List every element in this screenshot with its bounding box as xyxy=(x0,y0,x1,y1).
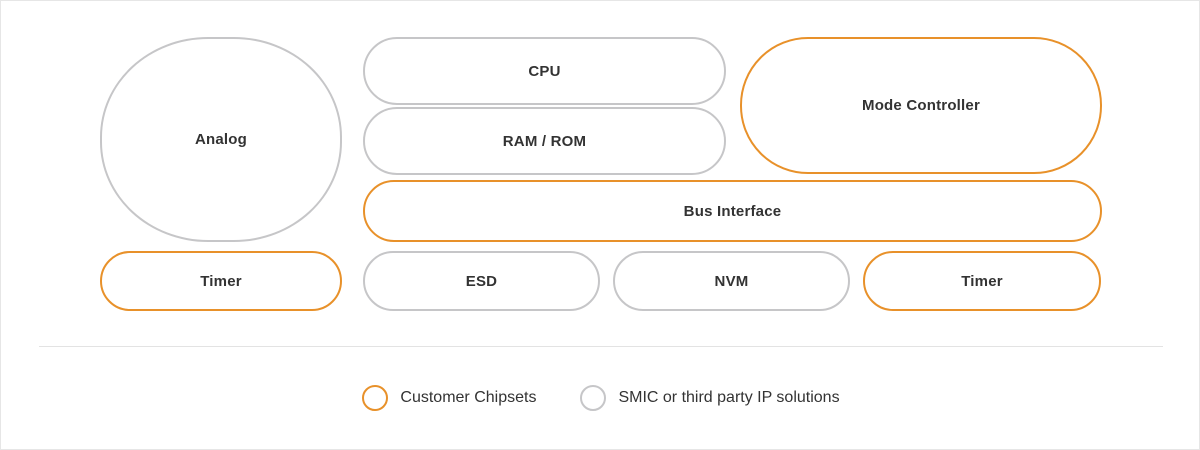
block-nvm-label: NVM xyxy=(714,272,749,290)
block-bus-interface[interactable]: Bus Interface xyxy=(363,180,1102,242)
block-esd[interactable]: ESD xyxy=(363,251,600,311)
block-ram-rom[interactable]: RAM / ROM xyxy=(363,107,726,175)
block-mode-controller[interactable]: Mode Controller xyxy=(740,37,1102,174)
block-analog[interactable]: Analog xyxy=(100,37,342,242)
legend-divider xyxy=(39,346,1163,347)
block-analog-label: Analog xyxy=(194,131,248,148)
block-mode-controller-label: Mode Controller xyxy=(862,97,980,114)
block-nvm[interactable]: NVM xyxy=(613,251,850,311)
block-cpu-label: CPU xyxy=(528,62,561,80)
circle-outline-icon xyxy=(580,385,607,411)
legend-item-customer-chipsets: Customer Chipsets xyxy=(362,385,536,411)
legend-item-third-party-ip: SMIC or third party IP solutions xyxy=(580,385,840,411)
block-bus-interface-label: Bus Interface xyxy=(683,202,782,220)
block-timer-left-label: Timer xyxy=(200,272,242,290)
legend-item-third-party-ip-label: SMIC or third party IP solutions xyxy=(618,389,840,406)
legend-item-customer-chipsets-label: Customer Chipsets xyxy=(400,389,537,406)
block-timer-right-label: Timer xyxy=(961,272,1003,290)
block-esd-label: ESD xyxy=(465,272,498,290)
block-timer-left[interactable]: Timer xyxy=(100,251,342,311)
legend: Customer Chipsets SMIC or third party IP… xyxy=(1,385,1200,411)
circle-outline-icon xyxy=(362,385,389,411)
block-cpu[interactable]: CPU xyxy=(363,37,726,105)
block-timer-right[interactable]: Timer xyxy=(863,251,1101,311)
block-ram-rom-label: RAM / ROM xyxy=(502,132,587,150)
